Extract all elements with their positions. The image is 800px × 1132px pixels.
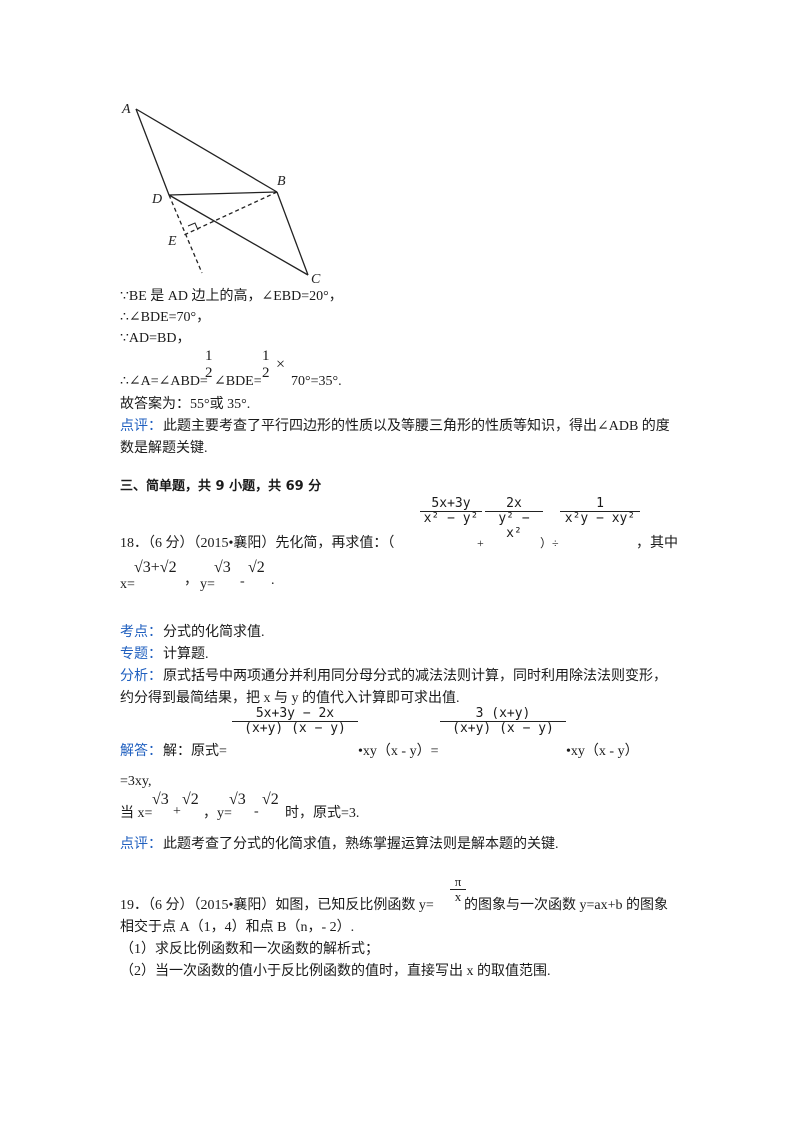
prev-answer: 故答案为：55°或 35°. [120,397,251,412]
parallelogram-diagram: A B C D E [121,102,321,287]
right-angle-mark [187,222,199,231]
solution-fraction-1: 5x+3y − 2x (x+y) (x − y) [232,706,358,737]
q18-plus: + [477,536,484,550]
label-C: C [311,272,321,287]
fraction-numerator: 5x+3y − 2x [232,706,358,723]
kaodian-label: 考点： [120,625,162,640]
fraction-numerator: 2x [485,496,543,513]
fraction-numerator: 5x+3y [420,496,482,513]
prev-line-4-suffix: 70°=35°. [291,374,342,389]
q18-stem-suffix: ，其中 [636,536,678,551]
q18-y-value-2: √2 [248,559,265,576]
solution-fraction-2: 3 (x+y) (x+y) (x − y) [440,706,566,737]
fraction-denominator: x²y − xy² [564,511,636,527]
fraction-numerator: 1 [205,348,213,364]
fraction-half-1: 1 2 [203,348,215,381]
fraction-denominator: y² − x² [498,511,530,541]
fraction-denominator: 2 [262,364,270,381]
q18-fraction-3: 1 x²y − xy² [560,496,640,527]
review-text-2: 数是解题关键. [120,441,208,456]
q18-fraction-1: 5x+3y x² − y² [420,496,482,527]
section-title: 三、简单题，共 9 小题，共 69 分 [120,479,322,494]
fenxi-label: 分析： [120,669,162,684]
fraction-denominator: (x+y) (x − y) [244,721,346,737]
kaodian-text: 分式的化简求值. [163,625,265,640]
times-sign: × [276,356,286,373]
when-y1: √3 [229,791,246,808]
q18-x-prefix: x= [120,577,135,592]
fenxi-text-2: 约分得到最简结果，把 x 与 y 的值代入计算即可求出值. [120,691,460,706]
label-A: A [121,102,131,117]
solution-tail-2: •xy（x - y） [566,744,639,759]
q18-y-prefix: y= [200,577,215,592]
solution-result: =3xy, [120,774,152,789]
dianping-text: 此题考查了分式的化简求值，熟练掌握运算法则是解本题的关键. [163,837,559,852]
fraction-numerator: 1 [560,496,640,513]
height-BE [183,191,278,236]
prev-line-3: ∵AD=BD， [120,331,191,346]
fraction-numerator: 3 (x+y) [440,706,566,723]
side-BC [276,191,309,276]
side-AB [135,108,278,193]
fraction-denominator: 2 [205,364,213,381]
fraction-half-2: 1 2 [260,348,272,381]
q19-stem-suffix: 的图象与一次函数 y=ax+b 的图象 [464,898,669,913]
fenxi-text-1: 原式括号中两项通分并利用同分母分式的减法法则计算，同时利用除法法则变形， [163,669,667,684]
q18-y-value-1: √3 [214,559,231,576]
q19-fraction: π x [450,874,466,905]
label-B: B [277,174,286,189]
fraction-numerator: π [450,874,466,891]
when-y2: √2 [262,791,279,808]
q18-period: . [271,573,275,588]
when-x2: √2 [182,791,199,808]
jieda-prefix: 解：原式= [163,744,227,759]
q19-item-1: （1）求反比例函数和一次函数的解析式； [120,942,379,957]
when-y-prefix: ，y= [203,806,232,821]
q19-stem-prefix: 19．（6 分）（2015•襄阳）如图，已知反比例函数 y= [120,898,434,913]
q18-comma: ， [184,573,198,588]
side-DC [168,194,309,276]
q19-stem-line-2: 相交于点 A（1，4）和点 B（n，- 2）. [120,920,355,935]
prev-line-1: ∵BE 是 AD 边上的高，∠EBD=20°， [120,289,343,304]
when-prefix: 当 x= [120,806,153,821]
fraction-denominator: (x+y) (x − y) [452,721,554,737]
q18-x-value: √3+√2 [134,559,177,576]
review-text-1: 此题主要考查了平行四边形的性质以及等腰三角形的性质等知识，得出∠ADB 的度 [163,419,670,434]
dianping-label: 点评： [120,837,162,852]
zhuanti-text: 计算题. [163,647,209,662]
prev-line-4-prefix: ∴∠A=∠ABD= [120,374,208,389]
solution-tail-1: •xy（x - y）= [358,744,439,759]
when-x1: √3 [152,791,169,808]
jieda-label: 解答： [120,744,162,759]
prev-line-4-mid: ∠BDE= [214,374,262,389]
label-E: E [167,234,177,249]
fraction-denominator: x² − y² [423,511,479,527]
label-D: D [151,192,162,207]
review-label: 点评： [120,419,162,434]
side-AD [135,108,170,196]
when-suffix: 时，原式=3. [285,806,360,821]
fraction-numerator: 1 [262,348,270,364]
q18-fraction-2: 2x y² − x² [485,496,543,541]
extension-DE [168,194,203,274]
q18-minus: - [240,574,245,589]
zhuanti-label: 专题： [120,647,162,662]
q19-item-2: （2）当一次函数的值小于反比例函数的值时，直接写出 x 的取值范围. [120,964,551,979]
q18-close-div: ）÷ [540,536,559,550]
prev-line-2: ∴∠BDE=70°， [120,310,211,325]
when-minus: - [254,804,259,819]
side-DB [168,191,278,196]
q18-stem-prefix: 18．（6 分）（2015•襄阳）先化简，再求值：（ [120,536,395,551]
fraction-denominator: x [454,889,462,905]
when-plus: + [173,804,181,819]
